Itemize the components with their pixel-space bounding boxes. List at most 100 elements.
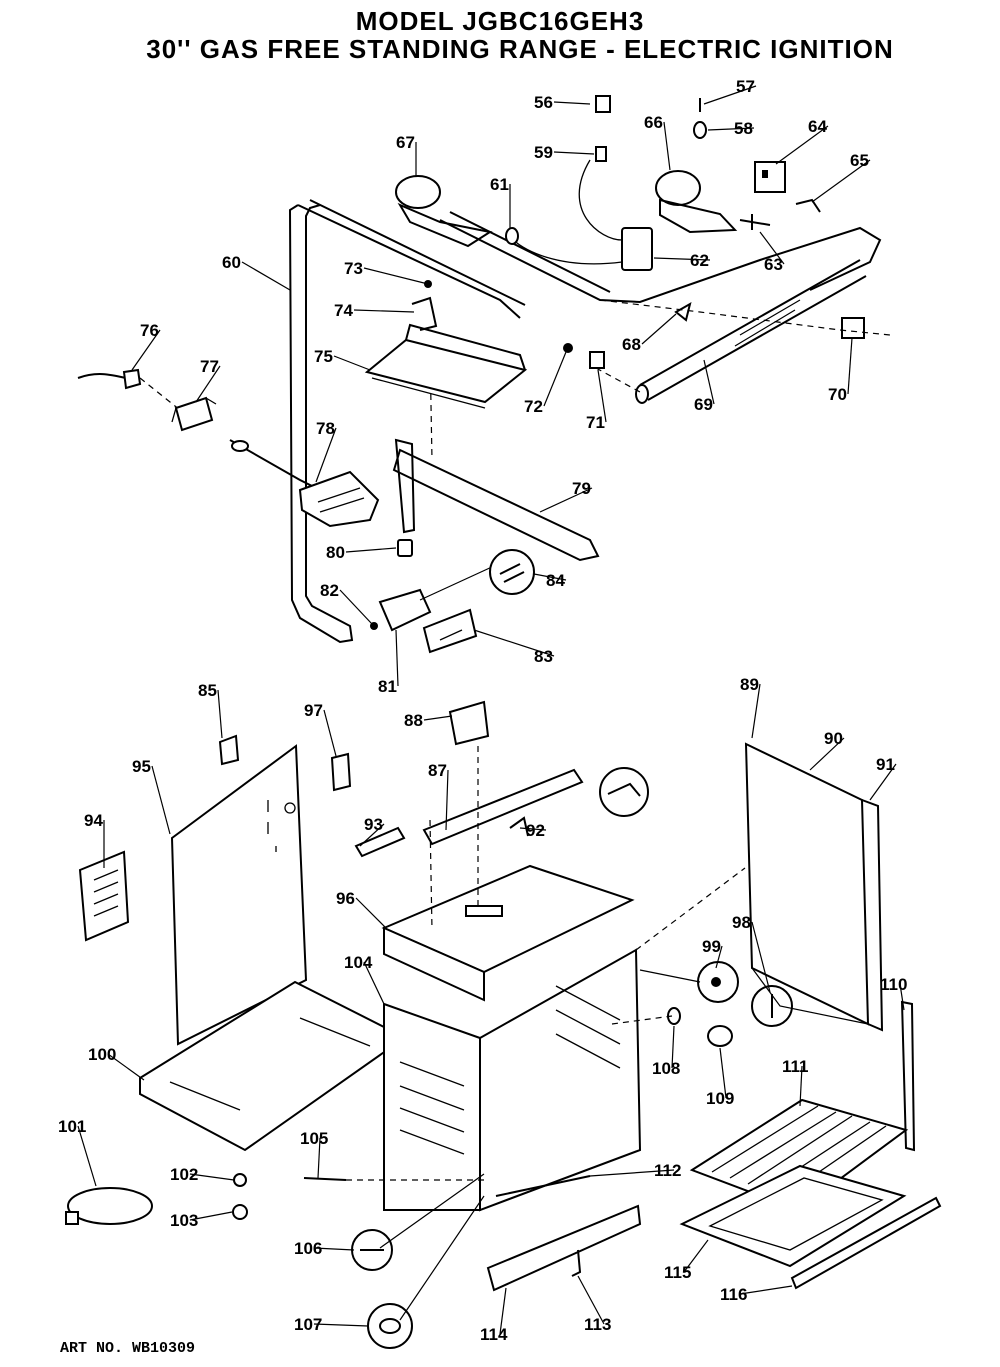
leader-line-77 [195, 365, 221, 403]
callout-label-64: 64 [808, 117, 827, 136]
leader-line-109 [719, 1047, 727, 1099]
callout-label-106: 106 [294, 1239, 322, 1258]
oven-body-rack-slots-left [399, 1061, 465, 1155]
part-58-nut [693, 121, 707, 139]
leader-line-57 [703, 85, 757, 105]
callout-label-85: 85 [198, 681, 217, 700]
callout-label-76: 76 [140, 321, 159, 340]
callout-label-95: 95 [132, 757, 151, 776]
part-90-side-panel [744, 742, 870, 1026]
leader-line-113 [577, 1275, 605, 1325]
callout-label-116: 116 [720, 1285, 747, 1304]
part-77-tabs [171, 397, 217, 423]
leader-line-108 [671, 1025, 675, 1069]
part-103-foot [232, 1204, 248, 1220]
callout-label-114: 114 [480, 1325, 508, 1344]
part-63-union [739, 214, 771, 230]
leader-line-112 [589, 1169, 675, 1177]
callout-label-104: 104 [344, 953, 373, 972]
vent-slots [93, 869, 119, 917]
manifold-assembly [139, 95, 891, 644]
front-manifold-tube [639, 259, 867, 401]
tube-end-cap [635, 384, 649, 404]
leader-line-80 [345, 547, 397, 553]
leader-line-89 [751, 683, 761, 739]
part-85-clip [218, 734, 240, 766]
part-110-trim [900, 1000, 916, 1152]
leader-line-116 [739, 1285, 793, 1295]
leader-line-66 [663, 121, 671, 171]
part-112-tube [495, 1175, 591, 1197]
part-84-pointer-line [419, 565, 495, 601]
spark-module-wires [509, 159, 623, 265]
callout-label-97: 97 [304, 701, 323, 720]
burner-ports [317, 487, 365, 513]
part-97-clip [330, 752, 352, 792]
callout-label-81: 81 [378, 677, 397, 696]
part-78-burner [298, 470, 380, 528]
part-65-elbow [795, 198, 821, 213]
oven-sensor-assembly [77, 368, 321, 491]
assembly-line-top [599, 299, 891, 336]
diagram-title-model: MODEL JGBC16GEH3 [355, 6, 645, 36]
part-88-detail [607, 782, 641, 797]
part-70-bracket [841, 317, 865, 339]
callout-label-63: 63 [764, 255, 783, 274]
leader-line-104 [363, 961, 385, 1005]
callout-label-73: 73 [344, 259, 363, 278]
part-91-trim [861, 799, 884, 1032]
callout-label-82: 82 [320, 581, 339, 600]
part-92-clip [509, 816, 529, 837]
leader-line-65 [811, 159, 871, 203]
callout-label-115: 115 [664, 1263, 691, 1282]
callout-label-56: 56 [534, 93, 553, 112]
callout-label-96: 96 [336, 889, 355, 908]
leader-line-111 [799, 1065, 803, 1107]
part-68-connector [674, 301, 692, 322]
part-115-pan [679, 1164, 907, 1268]
callout-label-83: 83 [534, 647, 553, 666]
leader-line-91 [869, 763, 897, 801]
part-96-front-edge [383, 926, 485, 1002]
part-83-bracket [422, 608, 478, 654]
assembly-line-71 [595, 367, 641, 393]
part-76-clip [122, 368, 142, 390]
part-81-valve [378, 588, 432, 632]
callout-label-101: 101 [58, 1117, 86, 1136]
callout-label-103: 103 [170, 1211, 198, 1230]
callout-label-58: 58 [734, 119, 753, 138]
callout-label-112: 112 [654, 1161, 681, 1180]
part-56-clip [595, 95, 611, 113]
rack-wires [711, 1105, 887, 1197]
leader-line-97 [323, 709, 337, 757]
spreader-ribs [405, 323, 526, 371]
assembly-line-77 [139, 377, 181, 411]
callout-label-57: 57 [736, 77, 755, 96]
leader-line-74 [353, 309, 415, 313]
leader-line-107 [313, 1323, 369, 1327]
part-93-bracket [354, 826, 406, 858]
leader-line-84 [533, 573, 567, 581]
pan-inner [708, 1177, 884, 1251]
leader-line-85 [217, 689, 223, 739]
leader-line-102 [189, 1173, 235, 1181]
part-99-fitting [711, 977, 721, 987]
leader-line-110 [899, 983, 905, 1011]
callout-label-77: 77 [200, 357, 219, 376]
base-holes [169, 1017, 371, 1111]
leader-line-114 [499, 1287, 507, 1335]
callout-label-78: 78 [316, 419, 335, 438]
switch-terminal [762, 170, 768, 178]
oven-body-side [479, 948, 642, 1212]
part-95-side-panel [170, 744, 308, 1046]
switch-block [754, 161, 786, 193]
leader-line-64 [775, 125, 829, 165]
leader-line-106 [313, 1247, 355, 1251]
leader-line-83 [473, 629, 555, 657]
callout-label-105: 105 [300, 1129, 328, 1148]
callout-label-88: 88 [404, 711, 423, 730]
side-panel-holes [267, 800, 277, 852]
leader-line-98 [751, 921, 771, 993]
